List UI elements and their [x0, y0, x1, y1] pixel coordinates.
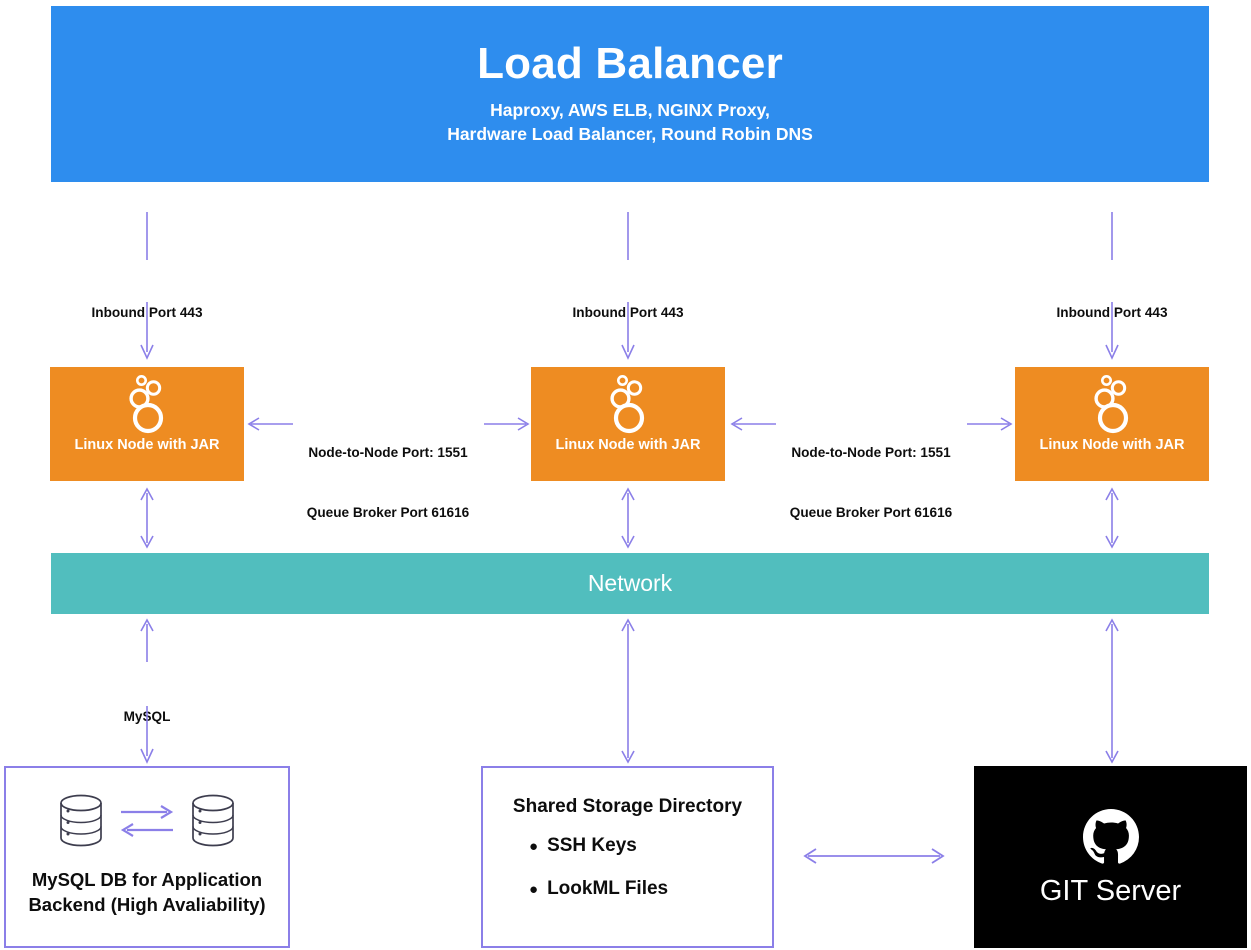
network-bar: Network: [51, 553, 1209, 614]
looker-logo-icon: [129, 375, 164, 434]
looker-logo-icon: [610, 375, 645, 434]
linux-node-2: Linux Node with JAR: [531, 367, 725, 481]
arrow-node3-to-network: [1105, 487, 1119, 549]
node-link-label-1-line1: Node-to-Node Port: 1551: [308, 445, 468, 461]
connector-lb-to-node-3-upper: [1111, 212, 1113, 260]
load-balancer-subtitle-line2: Hardware Load Balancer, Round Robin DNS: [447, 124, 813, 145]
shared-storage-item-label: SSH Keys: [547, 834, 637, 856]
connector-lb-to-node-2-lower: [621, 302, 635, 360]
arrow-node2-left: [730, 417, 776, 431]
node-link-label-2-line2: Queue Broker Port 61616: [789, 504, 953, 520]
looker-logo-icon: [1094, 375, 1129, 434]
shared-storage-box: Shared Storage Directory ● SSH Keys ● Lo…: [481, 766, 774, 948]
arrow-node3-right: [967, 417, 1013, 431]
arrow-network-to-shared-storage: [621, 618, 635, 764]
arrow-node2-to-network: [621, 487, 635, 549]
arrow-network-to-git-server: [1105, 618, 1119, 764]
linux-node-2-label: Linux Node with JAR: [555, 437, 701, 453]
git-server-box: GIT Server: [974, 766, 1247, 948]
load-balancer-box: Load Balancer Haproxy, AWS ELB, NGINX Pr…: [51, 6, 1209, 182]
bullet-icon: ●: [529, 880, 539, 898]
shared-storage-title: Shared Storage Directory: [512, 796, 743, 817]
shared-storage-list: ● SSH Keys ● LookML Files: [483, 835, 772, 901]
load-balancer-subtitle-line1: Haproxy, AWS ELB, NGINX Proxy,: [490, 100, 770, 121]
arrow-node1-left: [247, 417, 293, 431]
database-cylinder-icon: [60, 794, 102, 847]
bidirectional-replication-arrows-icon: [120, 805, 174, 837]
arrow-network-to-db-upper: [140, 618, 154, 662]
inbound-label-3-line1: Inbound Port 443: [1056, 305, 1168, 321]
inbound-label-1-line1: Inbound Port 443: [91, 305, 203, 321]
shared-storage-item-label: LookML Files: [547, 877, 669, 899]
mysql-db-caption-line1: MySQL DB for Application: [31, 869, 263, 890]
mysql-db-caption-line2: Backend (High Avaliability): [28, 893, 266, 915]
linux-node-3: Linux Node with JAR: [1015, 367, 1209, 481]
node-link-label-1: Node-to-Node Port: 1551 Queue Broker Por…: [290, 404, 486, 562]
connector-lb-to-node-1-lower: [140, 302, 154, 360]
mysql-db-caption: MySQL DB for Application Backend (High A…: [20, 868, 273, 918]
connector-lb-to-node-1-upper: [146, 212, 148, 260]
node-link-label-2-line1: Node-to-Node Port: 1551: [791, 445, 951, 461]
linux-node-3-label: Linux Node with JAR: [1039, 437, 1185, 453]
arrow-storage-to-git: [803, 848, 945, 864]
git-server-label: GIT Server: [1039, 874, 1182, 907]
github-octocat-icon: [1082, 808, 1139, 864]
connector-lb-to-node-3-lower: [1105, 302, 1119, 360]
load-balancer-title: Load Balancer: [477, 39, 783, 89]
list-item: ● LookML Files: [483, 878, 772, 901]
load-balancer-subtitle: Haproxy, AWS ELB, NGINX Proxy, Hardware …: [447, 99, 813, 146]
inbound-label-2-line1: Inbound Port 443: [572, 305, 684, 321]
bullet-icon: ●: [529, 837, 539, 855]
network-label: Network: [587, 570, 673, 596]
node-link-label-1-line2: Queue Broker Port 61616: [306, 504, 470, 520]
linux-node-1: Linux Node with JAR: [50, 367, 244, 481]
arrow-node2-right: [484, 417, 530, 431]
arrow-network-to-db-lower: [140, 706, 154, 764]
linux-node-1-label: Linux Node with JAR: [74, 437, 220, 453]
database-cylinder-icon: [192, 794, 234, 847]
list-item: ● SSH Keys: [483, 835, 772, 858]
mysql-db-box: MySQL DB for Application Backend (High A…: [4, 766, 290, 948]
arrow-node1-to-network: [140, 487, 154, 549]
connector-lb-to-node-2-upper: [627, 212, 629, 260]
node-link-label-2: Node-to-Node Port: 1551 Queue Broker Por…: [773, 404, 969, 562]
db-replication-group: [57, 792, 237, 850]
